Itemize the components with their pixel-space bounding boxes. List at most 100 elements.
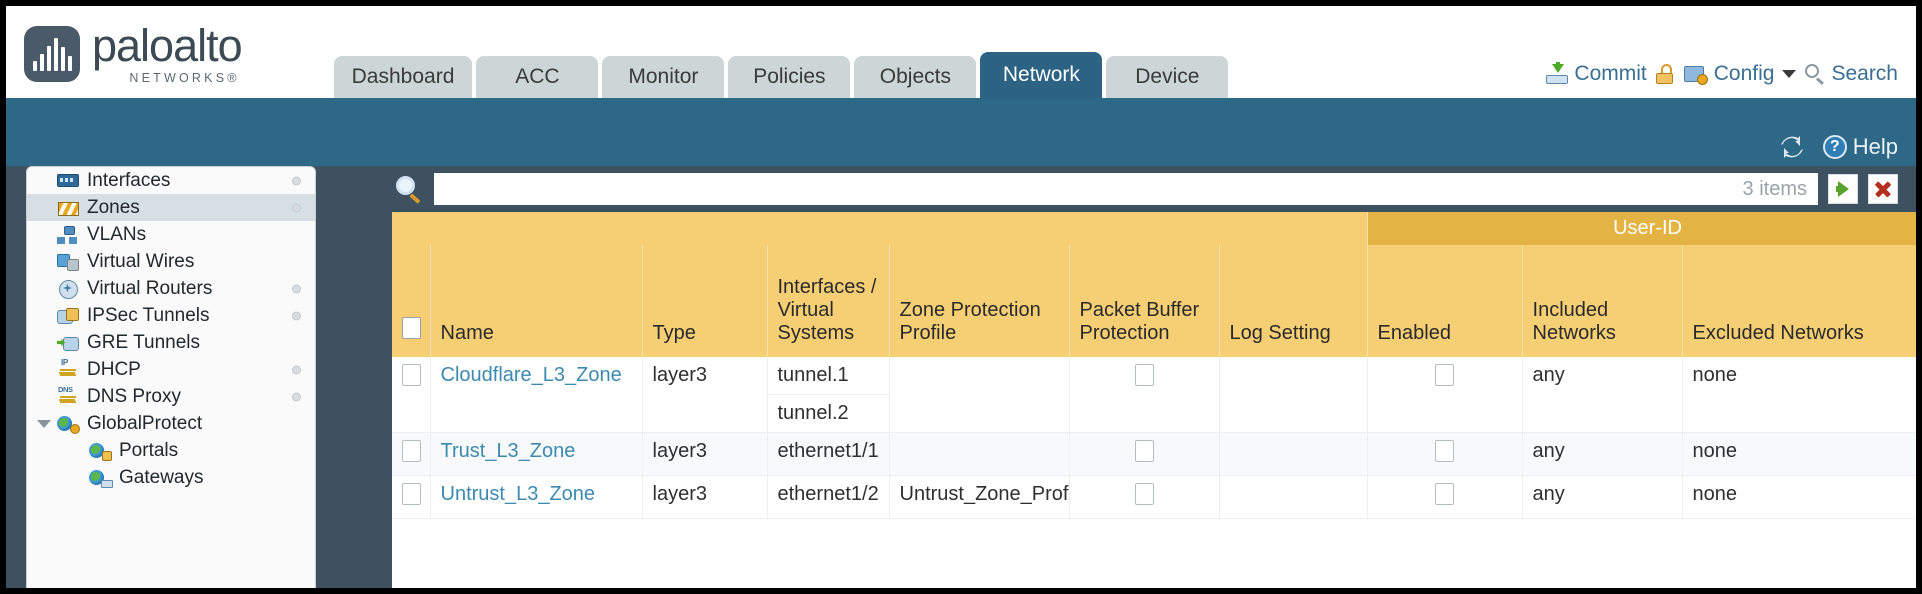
- packet-buffer-protection-checkbox[interactable]: [1134, 364, 1154, 386]
- sidebar-item-vlans[interactable]: VLANs: [27, 221, 315, 248]
- column-header-type[interactable]: Type: [642, 245, 768, 357]
- packet-buffer-protection-checkbox[interactable]: [1134, 483, 1154, 505]
- row-checkbox[interactable]: [402, 483, 421, 505]
- help-icon: ?: [1822, 135, 1847, 159]
- sidebar-item-label: Portals: [119, 439, 179, 461]
- packet-buffer-protection-checkbox[interactable]: [1134, 440, 1154, 462]
- row-select-cell: [392, 475, 431, 519]
- sidebar-item-label: DNS Proxy: [87, 385, 181, 407]
- cell-excluded-networks: none: [1682, 475, 1916, 519]
- column-header-interfaces[interactable]: Interfaces / Virtual Systems: [767, 245, 890, 357]
- sidebar-item-zones[interactable]: Zones: [27, 194, 315, 221]
- main-nav-tabs: Dashboard ACC Monitor Policies Objects N…: [333, 52, 1229, 98]
- commit-icon: [1546, 62, 1569, 84]
- zones-table-body: Cloudflare_L3_Zone layer3 tunnel.1 tunne…: [392, 357, 1916, 519]
- column-header-excluded-networks[interactable]: Excluded Networks: [1682, 245, 1916, 357]
- vlans-icon: [57, 225, 79, 244]
- cell-packet-buffer-protection: [1069, 475, 1220, 519]
- sidebar-item-label: Virtual Wires: [87, 250, 195, 272]
- row-checkbox[interactable]: [402, 440, 421, 462]
- search-button[interactable]: Search: [1805, 62, 1898, 86]
- tab-device[interactable]: Device: [1106, 56, 1229, 98]
- search-label: Search: [1831, 62, 1898, 85]
- status-dot: [292, 365, 301, 374]
- tab-objects[interactable]: Objects: [854, 56, 977, 98]
- apply-filter-button[interactable]: [1828, 174, 1858, 204]
- virtual-routers-icon: [57, 279, 79, 299]
- tab-policies[interactable]: Policies: [728, 56, 851, 98]
- userid-enabled-checkbox[interactable]: [1435, 364, 1455, 386]
- filter-search-icon[interactable]: [394, 174, 424, 204]
- sidebar-item-portals[interactable]: Portals: [27, 437, 315, 464]
- body-area: Interfaces Zones VLANs Virtual Wires Vir…: [6, 166, 1916, 588]
- sidebar-item-dhcp[interactable]: DHCP: [27, 356, 315, 383]
- column-header-log-setting[interactable]: Log Setting: [1219, 245, 1368, 357]
- sidebar-item-ipsec-tunnels[interactable]: IPSec Tunnels: [27, 302, 315, 329]
- table-group-header-row: User-ID: [392, 212, 1916, 245]
- sidebar-item-dns-proxy[interactable]: DNS Proxy: [27, 383, 315, 410]
- row-checkbox[interactable]: [402, 364, 421, 386]
- search-input[interactable]: 3 items: [434, 173, 1818, 205]
- sidebar-item-label: VLANs: [87, 223, 147, 245]
- status-dot: [292, 284, 301, 293]
- sub-header-bar: ? Help: [6, 98, 1916, 166]
- column-header-zone-protection-profile[interactable]: Zone Protection Profile: [889, 245, 1070, 357]
- sidebar-item-virtual-routers[interactable]: Virtual Routers: [27, 275, 315, 302]
- clear-filter-button[interactable]: [1868, 174, 1898, 204]
- select-all-checkbox[interactable]: [402, 317, 421, 339]
- top-actions: Commit Config Search: [1546, 62, 1898, 86]
- refresh-icon[interactable]: [1779, 136, 1805, 158]
- column-header-included-networks[interactable]: Included Networks: [1522, 245, 1683, 357]
- table-row[interactable]: Untrust_L3_Zone layer3 ethernet1/2 Untru…: [392, 475, 1916, 519]
- sidebar-item-gateways[interactable]: Gateways: [27, 464, 315, 491]
- sidebar-item-gre-tunnels[interactable]: GRE Tunnels: [27, 329, 315, 356]
- sidebar-item-globalprotect[interactable]: GlobalProtect: [27, 410, 315, 437]
- column-header-packet-buffer-protection[interactable]: Packet Buffer Protection: [1069, 245, 1220, 357]
- userid-enabled-checkbox[interactable]: [1435, 483, 1455, 505]
- cell-type: layer3: [642, 357, 768, 433]
- expander-triangle-icon[interactable]: [37, 419, 51, 428]
- cell-included-networks: any: [1522, 357, 1683, 433]
- commit-button[interactable]: Commit: [1546, 62, 1647, 86]
- column-header-name[interactable]: Name: [430, 245, 643, 357]
- interface-item: tunnel.1: [767, 357, 889, 395]
- select-all-header: [392, 245, 431, 357]
- tab-network[interactable]: Network: [980, 52, 1103, 98]
- sidebar-item-virtual-wires[interactable]: Virtual Wires: [27, 248, 315, 275]
- tab-monitor[interactable]: Monitor: [602, 56, 725, 98]
- status-dot: [292, 392, 301, 401]
- table-row[interactable]: Trust_L3_Zone layer3 ethernet1/1: [392, 432, 1916, 476]
- zone-link[interactable]: Trust_L3_Zone: [440, 440, 576, 462]
- cell-name: Cloudflare_L3_Zone: [430, 357, 643, 433]
- row-select-cell: [392, 432, 431, 476]
- status-dot: [292, 311, 301, 320]
- help-link[interactable]: ? Help: [1822, 134, 1898, 160]
- cell-zone-protection-profile: [889, 432, 1070, 476]
- cell-name: Trust_L3_Zone: [430, 432, 643, 476]
- cell-zone-protection-profile: Untrust_Zone_Prof: [889, 475, 1070, 519]
- cell-interfaces: tunnel.1 tunnel.2: [767, 357, 890, 433]
- sidebar-item-label: Interfaces: [87, 169, 171, 191]
- help-label: Help: [1852, 134, 1898, 159]
- search-icon: [1805, 64, 1825, 85]
- sidebar-item-label: GRE Tunnels: [87, 331, 200, 353]
- tab-acc[interactable]: ACC: [476, 56, 599, 98]
- row-select-cell: [392, 357, 431, 433]
- cell-log-setting: [1219, 475, 1368, 519]
- cell-excluded-networks: none: [1682, 357, 1916, 433]
- logo-subtext: NETWORKS®: [129, 70, 240, 85]
- logo-mark-icon: [24, 26, 80, 83]
- table-row[interactable]: Cloudflare_L3_Zone layer3 tunnel.1 tunne…: [392, 357, 1916, 433]
- zone-link[interactable]: Untrust_L3_Zone: [440, 483, 596, 505]
- userid-enabled-checkbox[interactable]: [1435, 440, 1455, 462]
- virtual-wires-icon: [57, 253, 79, 271]
- cell-included-networks: any: [1522, 432, 1683, 476]
- sidebar-item-interfaces[interactable]: Interfaces: [27, 167, 315, 194]
- column-header-enabled[interactable]: Enabled: [1367, 245, 1523, 357]
- config-menu[interactable]: Config: [1683, 62, 1797, 86]
- unlock-icon[interactable]: [1655, 64, 1675, 84]
- cell-userid-enabled: [1367, 475, 1523, 519]
- sidebar-item-label: Virtual Routers: [87, 277, 213, 299]
- tab-dashboard[interactable]: Dashboard: [333, 56, 473, 98]
- zone-link[interactable]: Cloudflare_L3_Zone: [440, 364, 622, 386]
